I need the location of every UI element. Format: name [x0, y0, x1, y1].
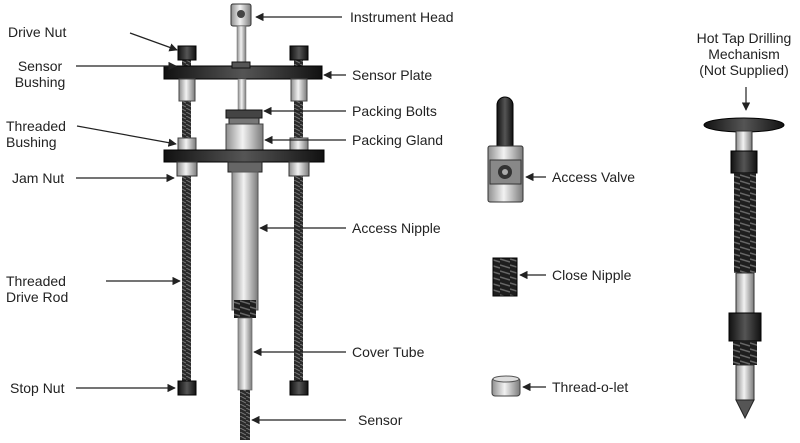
label-hot-tap: Hot Tap Drilling Mechanism (Not Supplied…	[696, 30, 792, 78]
label-packing-bolts: Packing Bolts	[352, 103, 437, 119]
threaded-drive-rod-left	[182, 55, 191, 388]
packing-gland	[225, 123, 264, 153]
stop-nut-left	[177, 380, 197, 396]
main-assembly	[163, 3, 325, 440]
lower-plate	[163, 149, 325, 163]
drive-nut-right	[289, 45, 309, 61]
label-drive-nut: Drive Nut	[8, 24, 67, 40]
label-close-nipple: Close Nipple	[552, 267, 632, 283]
leader-arrows	[76, 12, 751, 425]
label-threaded-bushing: Threaded Bushing	[6, 118, 66, 150]
label-access-valve: Access Valve	[552, 169, 635, 185]
stop-nut-right	[289, 380, 309, 396]
drive-nut-left	[177, 45, 197, 61]
label-sensor-bushing: Sensor Bushing	[14, 58, 66, 90]
jam-nut-right	[288, 161, 310, 177]
label-stop-nut: Stop Nut	[10, 380, 65, 396]
access-valve	[487, 96, 524, 203]
arrow-drive-nut	[129, 32, 178, 52]
hot-tap-handwheel	[703, 117, 785, 133]
sensor-bushing-left	[178, 78, 196, 102]
label-access-nipple: Access Nipple	[352, 220, 441, 236]
packing-bolts	[225, 109, 263, 119]
access-nipple	[231, 171, 259, 311]
label-jam-nut: Jam Nut	[12, 170, 65, 186]
sensor-tip	[240, 390, 250, 440]
label-cover-tube: Cover Tube	[352, 344, 425, 360]
label-sensor-plate: Sensor Plate	[352, 67, 433, 83]
arrow-threaded-bushing	[76, 125, 177, 147]
threaded-drive-rod-right	[294, 55, 303, 388]
close-nipple	[492, 257, 518, 297]
sensor-bushing-right	[290, 78, 308, 102]
hot-tap-drilling-mechanism	[703, 117, 785, 420]
jam-nut-left	[176, 161, 198, 177]
label-thread-o-let: Thread-o-let	[552, 379, 629, 395]
cover-tube	[237, 317, 253, 391]
label-sensor: Sensor	[358, 412, 403, 428]
label-packing-gland: Packing Gland	[352, 132, 444, 148]
sensor-rod-upper	[236, 25, 247, 67]
label-threaded-drive-rod: Threaded Drive Rod	[6, 273, 69, 305]
thread-o-let	[491, 375, 521, 397]
label-instrument-head: Instrument Head	[350, 9, 454, 25]
